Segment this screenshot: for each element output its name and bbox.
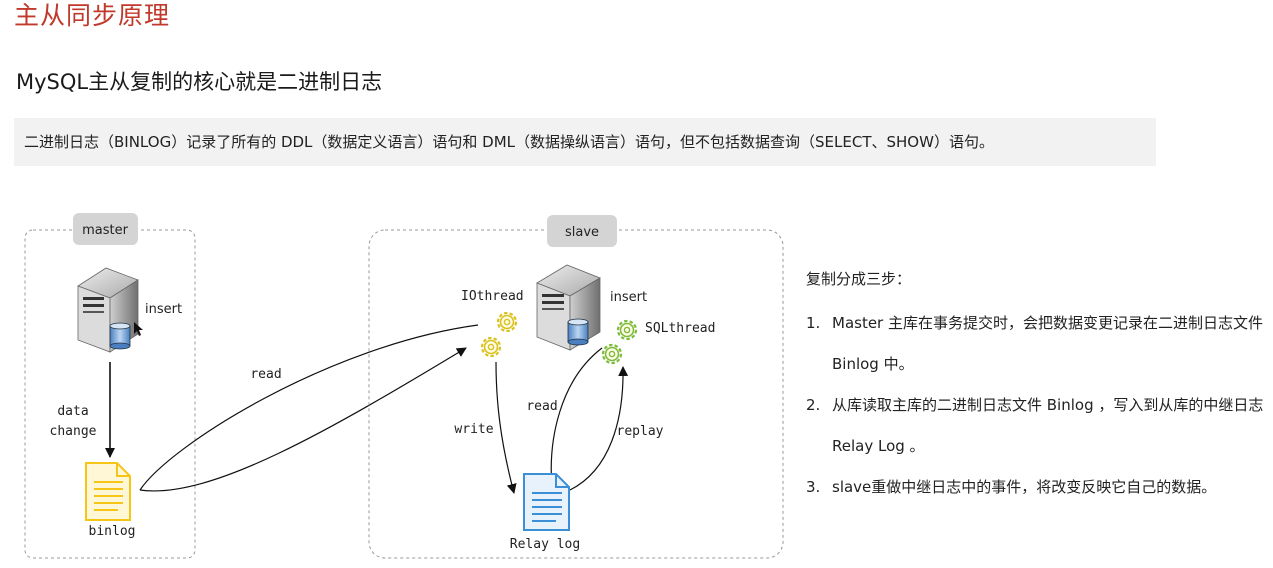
step-text: slave重做中继日志中的事件，将改变反映它自己的数据。 xyxy=(832,478,1217,496)
slave-database-icon xyxy=(567,318,589,346)
data-change-label-1: data xyxy=(57,404,88,419)
slave-label: slave xyxy=(565,225,599,240)
replay-arrow xyxy=(569,366,629,491)
replay-label: replay xyxy=(617,424,664,439)
page-title: 主从同步原理 xyxy=(14,1,171,30)
read-loop-curve-outer xyxy=(139,324,479,491)
master-database-icon xyxy=(109,322,131,350)
slave-insert-label: insert xyxy=(610,290,647,305)
step-number: 1. xyxy=(806,314,821,332)
iothread-gear-icon xyxy=(480,311,518,358)
steps-title: 复制分成三步： xyxy=(806,270,912,288)
data-change-label-2: change xyxy=(50,424,97,439)
write-label: write xyxy=(454,422,493,437)
step-text: Master 主库在事务提交时，会把数据变更记录在二进制日志文件 Binlog … xyxy=(832,314,1263,373)
write-arrow xyxy=(495,361,517,494)
master-insert-label: insert xyxy=(145,302,182,317)
replication-diagram: master insert data change binlog read sl… xyxy=(24,213,784,559)
master-tag xyxy=(73,213,138,245)
sqlthread-label: SQLthread xyxy=(645,321,715,336)
step-item: 1. Master 主库在事务提交时，会把数据变更记录在二进制日志文件 Binl… xyxy=(806,303,1266,385)
master-label: master xyxy=(82,223,128,238)
slave-tag xyxy=(547,215,617,247)
step-text: 从库读取主库的二进制日志文件 Binlog ，写入到从库的中继日志 Relay … xyxy=(832,396,1264,455)
read-loop-curve-inner xyxy=(139,347,467,492)
read-label-master: read xyxy=(250,367,281,382)
step-item: 2. 从库读取主库的二进制日志文件 Binlog ，写入到从库的中继日志 Rel… xyxy=(806,385,1266,467)
slave-server-icon xyxy=(536,264,601,351)
sqlthread-gear-icon xyxy=(601,319,638,365)
step-item: 3. slave重做中继日志中的事件，将改变反映它自己的数据。 xyxy=(806,467,1266,508)
replication-steps: 复制分成三步： 1. Master 主库在事务提交时，会把数据变更记录在二进制日… xyxy=(806,268,1266,508)
iothread-label: IOthread xyxy=(461,289,524,304)
read-slave-arrow xyxy=(546,347,603,488)
step-number: 2. xyxy=(806,396,821,414)
relay-log-file-icon xyxy=(523,473,570,531)
binlog-note-text: 二进制日志（BINLOG）记录了所有的 DDL（数据定义语言）语句和 DML（数… xyxy=(24,133,994,151)
binlog-label: binlog xyxy=(89,524,136,539)
cursor-icon xyxy=(134,322,143,336)
binlog-note-box: 二进制日志（BINLOG）记录了所有的 DDL（数据定义语言）语句和 DML（数… xyxy=(14,118,1156,166)
read-label-slave: read xyxy=(526,399,557,414)
relay-log-label: Relay log xyxy=(510,537,580,552)
page-subtitle: MySQL主从复制的核心就是二进制日志 xyxy=(16,70,383,94)
slave-container xyxy=(368,229,784,559)
step-number: 3. xyxy=(806,478,821,496)
binlog-file-icon xyxy=(85,462,131,521)
